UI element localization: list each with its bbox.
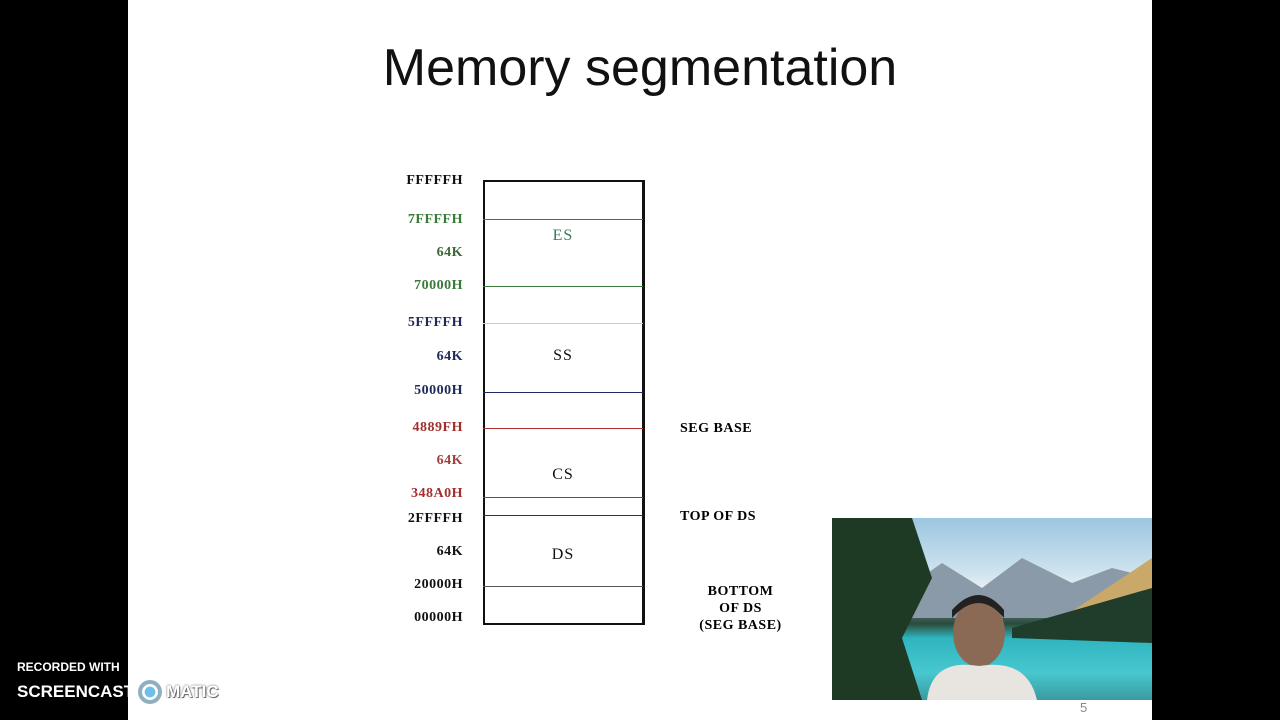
page-number: 5 (1080, 700, 1088, 715)
slide: Memory segmentation FFFFFH 7FFFFH 64K 70000… (128, 0, 1152, 720)
screencast-logo-icon (138, 680, 163, 704)
webcam-scene (832, 518, 1152, 700)
boundary-5ffffh (483, 323, 643, 324)
address-label: FFFFFH (406, 173, 463, 188)
address-label: 50000H (414, 383, 463, 398)
address-label: 64K (436, 349, 463, 364)
watermark-line1: RECORDED WITH (17, 660, 120, 674)
address-label: 00000H (414, 610, 463, 625)
boundary-20000h (483, 586, 643, 587)
note-line: (SEG BASE) (699, 618, 782, 633)
top-of-ds-note: TOP OF DS (680, 509, 757, 524)
address-label: 5FFFFH (407, 315, 463, 330)
boundary-50000h (483, 392, 643, 393)
slide-title: Memory segmentation (382, 39, 898, 97)
boundary-348a0h (483, 497, 643, 498)
address-label: 2FFFFH (407, 511, 463, 526)
address-label: 64K (436, 453, 463, 468)
segment-ds: DS (551, 546, 575, 563)
boundary-7ffffh (483, 219, 643, 220)
address-label: 20000H (414, 577, 463, 592)
address-label: 64K (436, 245, 463, 260)
segment-ss: SS (553, 347, 573, 364)
boundary-4889fh (483, 428, 643, 429)
address-label: 70000H (414, 278, 463, 293)
brand-right: MATIC (166, 682, 219, 701)
watermark-brand: SCREENCAST MATIC (17, 680, 219, 704)
note-line: BOTTOM (707, 584, 774, 599)
segment-es: ES (552, 227, 574, 244)
brand-left: SCREENCAST (17, 682, 135, 701)
address-label: 7FFFFH (407, 212, 463, 227)
memory-map-box (483, 180, 645, 625)
segment-cs: CS (552, 466, 574, 483)
address-label: 348A0H (411, 486, 463, 501)
boundary-70000h (483, 286, 643, 287)
address-label: 64K (436, 544, 463, 559)
address-label: 4889FH (412, 420, 463, 435)
webcam-overlay (832, 518, 1152, 700)
screencast-watermark: RECORDED WITH SCREENCAST MATIC (17, 660, 219, 704)
note-line: OF DS (719, 601, 762, 616)
seg-base-note: SEG BASE (680, 421, 753, 436)
bottom-of-ds-note: BOTTOM OF DS (SEG BASE) (678, 583, 803, 634)
boundary-2ffffh (483, 515, 643, 516)
